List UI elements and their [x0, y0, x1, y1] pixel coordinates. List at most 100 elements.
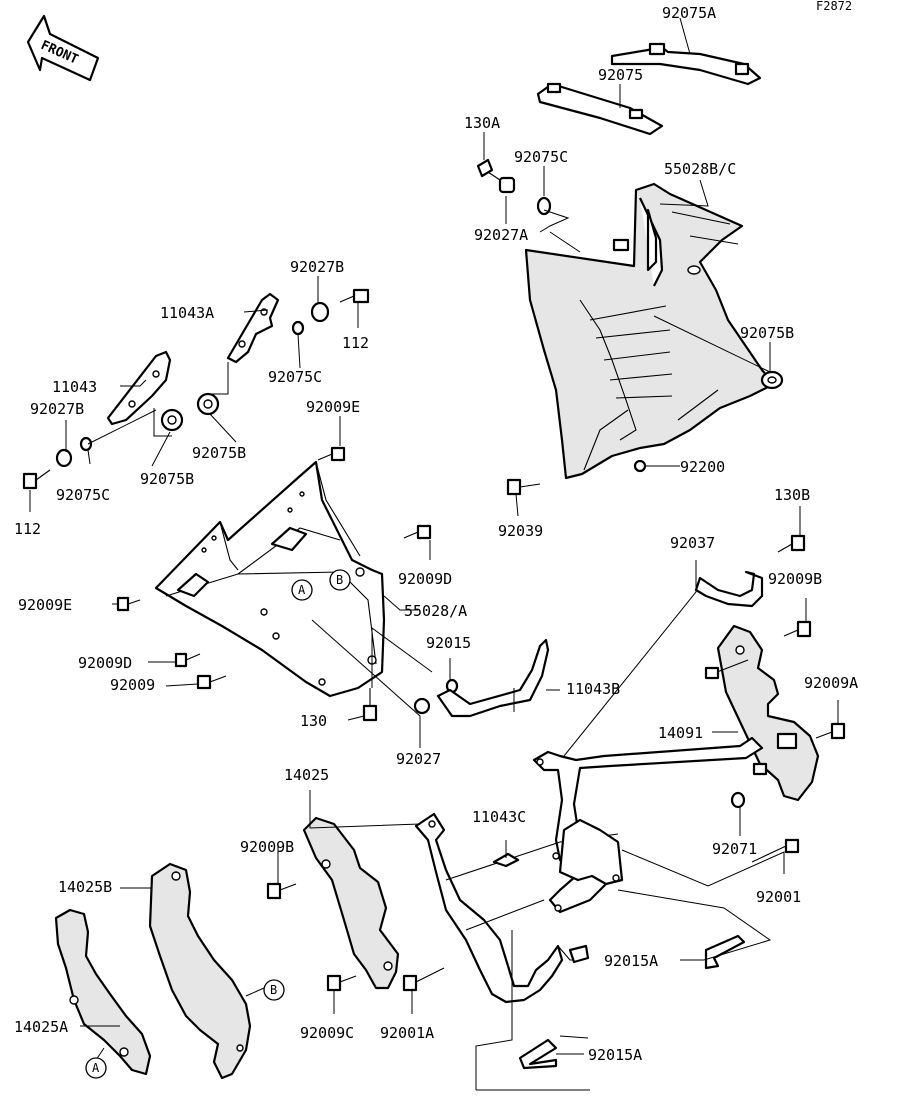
label-92075C-mid: 92075C: [268, 368, 322, 386]
bolt-92009D-right: [403, 524, 432, 540]
callout-a-upper: A: [291, 579, 313, 601]
grommet-92075B-mid: [196, 392, 220, 416]
svg-text:A: A: [298, 583, 306, 597]
bolt-92001A: [402, 967, 445, 992]
label-130A: 130A: [464, 114, 500, 132]
bolt-92009: [196, 674, 227, 690]
washer-92075C-mid: [291, 320, 305, 336]
bolt-130: [362, 688, 378, 722]
bolt-92009B-right: [783, 620, 812, 638]
label-92075B-left: 92075B: [140, 470, 194, 488]
label-92027A: 92027A: [474, 226, 528, 244]
label-55028A: 55028/A: [404, 602, 467, 620]
bolt-112-left: [22, 469, 51, 490]
label-11043A: 11043A: [160, 304, 214, 322]
bolt-92001: [751, 838, 800, 863]
label-11043B: 11043B: [566, 680, 620, 698]
lower-cowling-55028A: [154, 460, 386, 698]
front-arrow-icon: FRONT: [26, 14, 100, 82]
callout-a-lower: A: [85, 1057, 107, 1079]
bolt-92009B-left: [266, 882, 297, 900]
label-92009A: 92009A: [804, 674, 858, 692]
strip-92075: [536, 82, 664, 136]
bolt-92009A: [815, 722, 846, 740]
figure-code: F2872: [816, 0, 852, 13]
bolt-130A: [476, 158, 501, 181]
bolt-92009C: [326, 974, 357, 992]
bolt-112-top: [339, 288, 370, 304]
label-92015A-mid: 92015A: [604, 952, 658, 970]
bolt-92009E-left: [116, 596, 141, 612]
label-92009E-left: 92009E: [18, 596, 72, 614]
bolt-9201-long: [704, 659, 768, 776]
label-14025B: 14025B: [58, 878, 112, 896]
bolt-92009E-top: [317, 446, 346, 462]
svg-text:A: A: [92, 1061, 100, 1075]
bracket-11043B: [436, 638, 550, 718]
clip-92015A-mid: [704, 934, 746, 970]
bracket-11043A: [226, 292, 280, 364]
label-92015A-bottom: 92015A: [588, 1046, 642, 1064]
label-92075B-mid: 92075B: [192, 444, 246, 462]
strip-92075A: [610, 42, 762, 86]
washer-92200: [633, 459, 647, 473]
nut-92071: [730, 791, 746, 809]
collar-92027: [413, 697, 431, 715]
label-112-left: 112: [14, 520, 41, 538]
bolt-92009D-left: [174, 652, 201, 668]
callout-b-upper: B: [329, 569, 351, 591]
label-92075B-right: 92075B: [740, 324, 794, 342]
bracket-14025: [302, 816, 400, 990]
grommet-92075B-right: [760, 370, 784, 390]
plate-14091: [716, 624, 820, 802]
label-92075C-top: 92075C: [514, 148, 568, 166]
leader-lines: [29, 17, 839, 1091]
callout-b-lower: B: [263, 979, 285, 1001]
label-92009E-top: 92009E: [306, 398, 360, 416]
label-14025A: 14025A: [14, 1018, 68, 1036]
clamp-92037: [694, 570, 764, 608]
bolt-130B: [777, 534, 806, 553]
label-92009B-right: 92009B: [768, 570, 822, 588]
part-labels: 92075A 92075 130A 92075C 55028B/C 92027A…: [14, 4, 858, 1064]
lower-cowling-55028BC: [524, 182, 776, 480]
label-92009D-right: 92009D: [398, 570, 452, 588]
svg-text:B: B: [270, 983, 277, 997]
svg-text:B: B: [336, 573, 343, 587]
label-92071: 92071: [712, 840, 757, 858]
label-112-top: 112: [342, 334, 369, 352]
label-92037: 92037: [670, 534, 715, 552]
label-92075A: 92075A: [662, 4, 716, 22]
washer-92075C-top: [536, 196, 552, 216]
label-11043: 11043: [52, 378, 97, 396]
label-92200: 92200: [680, 458, 725, 476]
label-92075: 92075: [598, 66, 643, 84]
label-92009C: 92009C: [300, 1024, 354, 1042]
label-92009B-left: 92009B: [240, 838, 294, 856]
grommet-92075B-left: [160, 408, 184, 432]
label-92009D-left: 92009D: [78, 654, 132, 672]
collar-92027A: [498, 176, 516, 194]
bracket-14025B: [148, 862, 252, 1080]
label-11043C: 11043C: [472, 808, 526, 826]
label-92027B-top: 92027B: [290, 258, 344, 276]
collar-92027B-top: [310, 301, 330, 323]
label-92015: 92015: [426, 634, 471, 652]
collar-92027B-left: [55, 448, 73, 468]
label-92039: 92039: [498, 522, 543, 540]
subframe-11043C: [414, 736, 764, 1004]
washer-92075C-left: [79, 436, 93, 452]
label-92075C-left: 92075C: [56, 486, 110, 504]
label-92009: 92009: [110, 676, 155, 694]
label-92001: 92001: [756, 888, 801, 906]
label-92027: 92027: [396, 750, 441, 768]
clip-92015A-bottom: [518, 1038, 558, 1070]
label-130: 130: [300, 712, 327, 730]
bracket-11043: [106, 350, 172, 426]
label-55028BC: 55028B/C: [664, 160, 736, 178]
bracket-14025A: [54, 908, 152, 1076]
label-92027B-left: 92027B: [30, 400, 84, 418]
bolt-92039: [506, 478, 541, 496]
label-92001A: 92001A: [380, 1024, 434, 1042]
